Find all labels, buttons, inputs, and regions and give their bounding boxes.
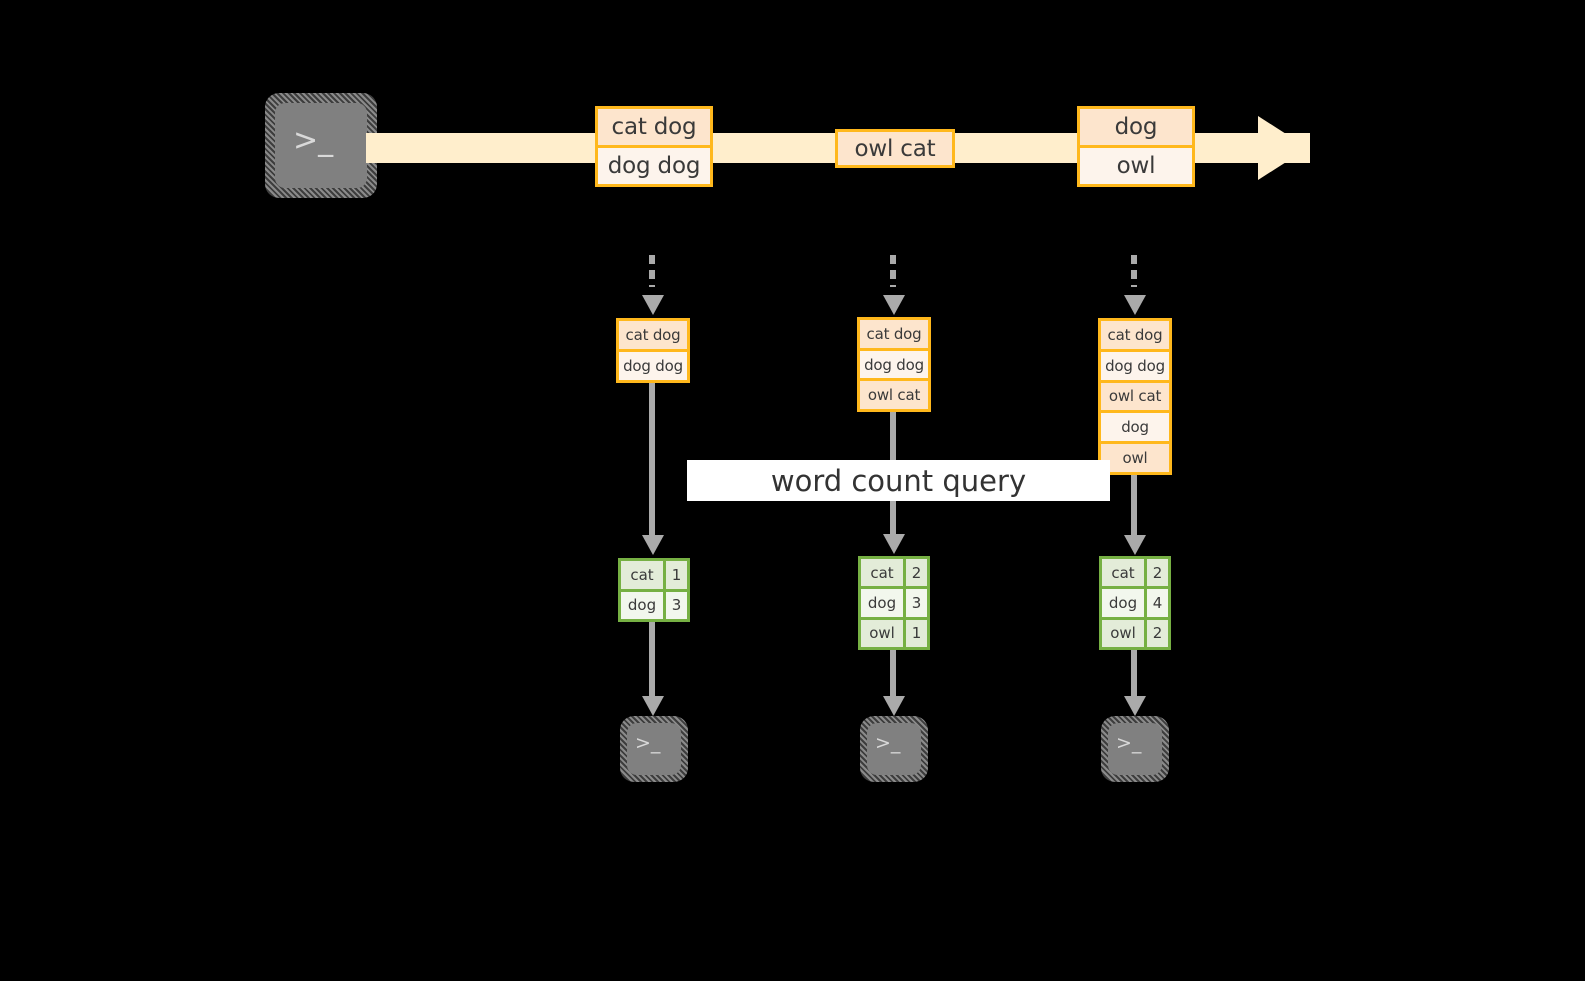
connector-arrowhead — [883, 534, 905, 554]
result-row: cat 1 — [621, 561, 687, 589]
result-word-cell: dog — [621, 591, 666, 619]
terminal-face — [867, 723, 921, 775]
result-row: owl 1 — [861, 616, 927, 647]
result-count-cell: 4 — [1147, 589, 1168, 617]
result-row: dog 3 — [621, 588, 687, 619]
connector-arrowhead — [883, 696, 905, 716]
result-count-cell: 2 — [1147, 559, 1168, 587]
result-row: dog 4 — [1102, 586, 1168, 617]
snapshot-box-1: cat dog dog dog — [616, 318, 690, 383]
connector-arrowhead — [883, 295, 905, 315]
connector-arrowhead — [642, 295, 664, 315]
snapshot-box-3: cat dog dog dog owl cat dog owl — [1098, 318, 1172, 475]
result-count-cell: 1 — [906, 619, 927, 647]
snapshot-line: cat dog — [619, 321, 687, 349]
connector-arrowhead — [642, 696, 664, 716]
snapshot-line: owl cat — [860, 378, 928, 410]
terminal-face — [627, 723, 681, 775]
snapshot-line: cat dog — [860, 320, 928, 348]
result-word-cell: cat — [1102, 559, 1147, 587]
snapshot-line: dog dog — [619, 349, 687, 380]
connector-shaft — [1131, 255, 1137, 287]
connector-shaft — [1131, 475, 1137, 539]
snapshot-line: owl cat — [1101, 379, 1169, 411]
result-word-cell: owl — [861, 619, 906, 647]
terminal-prompt-glyph: >_ — [635, 732, 661, 754]
result-count-cell: 1 — [666, 561, 687, 589]
result-row: owl 2 — [1102, 616, 1168, 647]
query-connector-1 — [640, 383, 666, 559]
result-count-cell: 2 — [1147, 619, 1168, 647]
result-count-cell: 3 — [906, 589, 927, 617]
snapshot-line: dog dog — [860, 347, 928, 379]
result-to-sink-connector-1 — [640, 622, 666, 720]
snapshot-line: dog — [1101, 410, 1169, 442]
stream-to-snapshot-connector-3 — [1122, 255, 1148, 318]
result-word-cell: cat — [621, 561, 666, 589]
result-to-sink-connector-2 — [881, 650, 907, 720]
terminal-face — [1108, 723, 1162, 775]
result-count-cell: 2 — [906, 559, 927, 587]
connector-shaft — [649, 622, 655, 700]
stream-record-line: owl — [1080, 145, 1192, 184]
result-word-cell: owl — [1102, 619, 1147, 647]
stream-record-group-1: cat dog dog dog — [595, 106, 713, 187]
stream-record-line: owl cat — [838, 132, 952, 165]
connector-arrowhead — [1124, 696, 1146, 716]
stream-record-line: cat dog — [598, 109, 710, 145]
snapshot-line: owl — [1101, 441, 1169, 472]
terminal-prompt-glyph: >_ — [875, 732, 901, 754]
connector-arrowhead — [642, 535, 664, 555]
result-word-cell: dog — [1102, 589, 1147, 617]
result-row: cat 2 — [861, 559, 927, 587]
connector-shaft — [890, 255, 896, 287]
sink-terminal-icon-1: >_ — [620, 716, 688, 782]
connector-arrowhead — [1124, 535, 1146, 555]
result-table-1: cat 1 dog 3 — [618, 558, 690, 622]
stream-record-line: dog dog — [598, 145, 710, 184]
stream-record-line: dog — [1080, 109, 1192, 145]
connector-arrowhead — [1124, 295, 1146, 315]
query-label: word count query — [687, 460, 1110, 501]
result-row: cat 2 — [1102, 559, 1168, 587]
terminal-face — [275, 103, 367, 188]
snapshot-box-2: cat dog dog dog owl cat — [857, 317, 931, 412]
stream-arrowhead — [1258, 116, 1308, 180]
stream-to-snapshot-connector-1 — [640, 255, 666, 318]
snapshot-line: cat dog — [1101, 321, 1169, 349]
stream-band-segment-a — [366, 133, 598, 163]
result-to-sink-connector-3 — [1122, 650, 1148, 720]
connector-shaft — [649, 383, 655, 539]
query-connector-3 — [1122, 475, 1148, 559]
result-count-cell: 3 — [666, 591, 687, 619]
terminal-prompt-glyph: >_ — [1116, 732, 1142, 754]
result-table-3: cat 2 dog 4 owl 2 — [1099, 556, 1171, 650]
result-table-2: cat 2 dog 3 owl 1 — [858, 556, 930, 650]
result-word-cell: dog — [861, 589, 906, 617]
snapshot-line: dog dog — [1101, 348, 1169, 380]
sink-terminal-icon-3: >_ — [1101, 716, 1169, 782]
connector-shaft — [1131, 650, 1137, 700]
terminal-prompt-glyph: >_ — [293, 123, 334, 158]
result-word-cell: cat — [861, 559, 906, 587]
stream-record-group-2: owl cat — [835, 129, 955, 168]
sink-terminal-icon-2: >_ — [860, 716, 928, 782]
connector-shaft — [890, 650, 896, 700]
stream-to-snapshot-connector-2 — [881, 255, 907, 318]
result-row: dog 3 — [861, 586, 927, 617]
connector-shaft — [649, 255, 655, 287]
source-terminal-icon: >_ — [265, 93, 377, 198]
stream-record-group-3: dog owl — [1077, 106, 1195, 187]
